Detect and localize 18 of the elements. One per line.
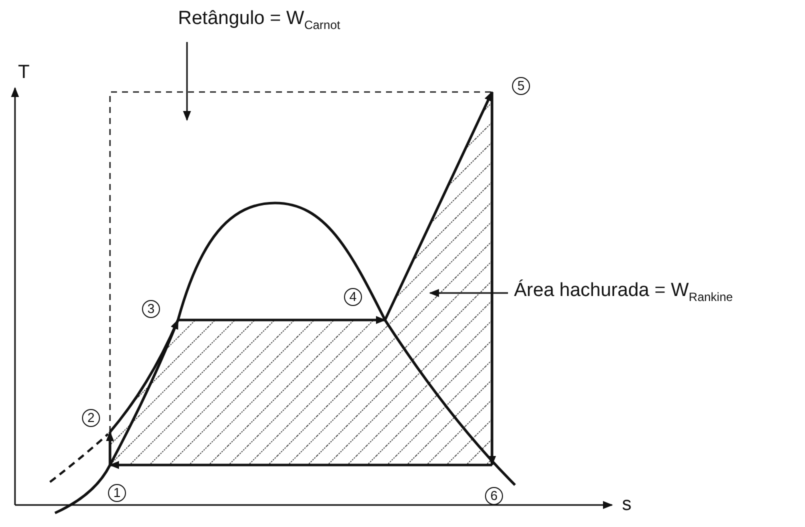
annotation-text: Área hachurada = W$_{Rankine}$ (514, 280, 733, 304)
axis-label: s (622, 494, 632, 516)
leader-arrow (183, 42, 191, 121)
process-arrow (488, 92, 496, 466)
process-arrow (384, 91, 494, 321)
annotation-text: Retângulo = W$_{Carnot}$ (178, 8, 340, 32)
state-number: 2 (82, 409, 100, 427)
state-number: 5 (512, 77, 530, 95)
process-arrow (109, 319, 180, 433)
axis-label: T (18, 62, 30, 84)
state-number: 6 (485, 487, 503, 505)
state-number: 4 (344, 288, 362, 306)
state-number: 1 (108, 484, 126, 502)
leader-arrow (429, 289, 508, 297)
process-arrow (106, 431, 114, 465)
process-arrow (109, 461, 492, 469)
state-number: 3 (142, 300, 160, 318)
process-arrow (178, 316, 386, 324)
